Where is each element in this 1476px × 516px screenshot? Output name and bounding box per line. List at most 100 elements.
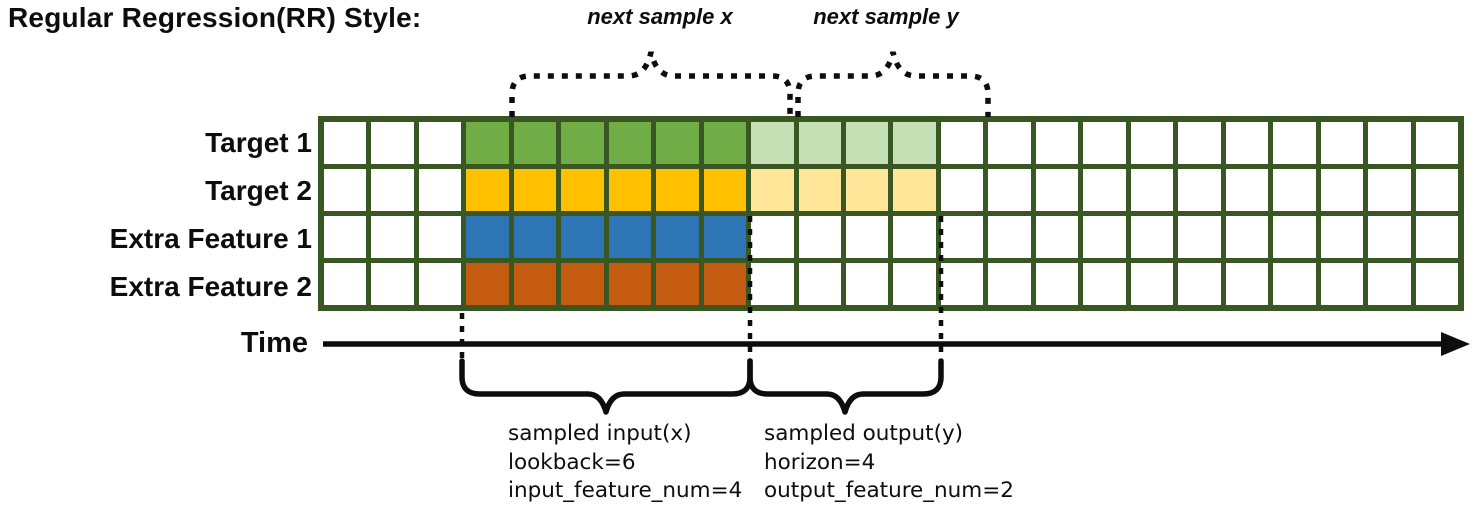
grid-cell [1415,169,1458,211]
grid-cell [513,169,557,211]
grid-cell [1130,122,1174,164]
grid-cell [846,263,889,305]
grid-cell [466,122,509,164]
grid-cell [1320,122,1364,164]
grid-cell [1273,122,1316,164]
grid-cell [751,122,794,164]
grid-cell [656,216,699,258]
grid-cell [940,263,984,305]
grid-cell [1035,216,1079,258]
grid-cell [656,169,699,211]
grid-cell [418,263,462,305]
row-label-extra-feature-1: Extra Feature 1 [109,223,312,254]
grid-cell [940,169,984,211]
sampled-output-brace [747,358,944,415]
lookback-line: lookback=6 [508,449,636,475]
row-label-target-2: Target 2 [205,175,312,206]
grid-cell [324,169,367,211]
grid-cell [1225,263,1269,305]
grid-cell [988,169,1031,211]
grid-cell [608,263,652,305]
output-feature-num-line: output_feature_num=2 [764,478,1014,503]
grid-cell [1225,216,1269,258]
grid-cell [703,216,747,258]
grid-cell [1415,216,1458,258]
grid-cell [371,216,414,258]
grid-cell [466,169,509,211]
row-label-target-1: Target 1 [205,127,312,158]
grid-cell [1130,216,1174,258]
sampled-output-annotation: sampled output(y) horizon=4 output_featu… [764,420,1014,506]
grid-cell [751,263,794,305]
row-label-extra-feature-2: Extra Feature 2 [109,271,312,302]
sampled-input-line: sampled input(x) [508,421,692,446]
grid-cell [798,216,842,258]
grid-cell [940,216,984,258]
grid-cell [1178,216,1221,258]
grid-cell [1083,263,1126,305]
grid-cell [1273,216,1316,258]
grid-cell [561,263,604,305]
sampled-input-annotation: sampled input(x) lookback=6 input_featur… [508,420,742,506]
grid-cell [418,122,462,164]
grid-cell [561,169,604,211]
grid-cell [1415,263,1458,305]
grid-cell [1083,169,1126,211]
grid-cell [324,216,367,258]
grid-cell [466,263,509,305]
grid-cell [418,216,462,258]
grid-cell [1368,169,1411,211]
grid-cell [371,263,414,305]
grid-cell [1035,122,1079,164]
grid-cell [1225,122,1269,164]
grid-cell [798,263,842,305]
grid-cell [1035,263,1079,305]
grid-cell [513,263,557,305]
next-sample-x-label: next sample x [587,4,733,29]
grid-cell [893,216,936,258]
grid-cell [1178,122,1221,164]
grid-cell [1273,263,1316,305]
grid-cell [513,216,557,258]
grid-cell [703,169,747,211]
grid-cell [324,122,367,164]
grid-cell [846,216,889,258]
grid-cell [324,263,367,305]
grid [318,116,1464,311]
grid-cell [940,122,984,164]
grid-cell [418,169,462,211]
grid-cell [846,122,889,164]
next-sample-x-brace [509,51,793,117]
grid-cell [1368,122,1411,164]
grid-cell [561,216,604,258]
grid-cell [893,169,936,211]
grid-cell [1415,122,1458,164]
grid-cell [371,122,414,164]
grid-cell [798,122,842,164]
grid-cell [1225,169,1269,211]
grid-cell [1320,216,1364,258]
grid-cell [513,122,557,164]
grid-cell [371,169,414,211]
grid-cell [988,122,1031,164]
grid-cell [1320,169,1364,211]
grid-cell [561,122,604,164]
grid-cell [1035,169,1079,211]
grid-cell [1178,169,1221,211]
grid-cell [1083,122,1126,164]
grid-cell [751,216,794,258]
next-sample-y-brace [795,51,991,117]
grid-cell [703,263,747,305]
time-axis-label: Time [240,327,308,359]
grid-cell [1130,169,1174,211]
grid-cell [608,122,652,164]
grid-cell [751,169,794,211]
time-axis-arrowhead [1441,332,1470,356]
grid-cell [656,122,699,164]
next-sample-y-label: next sample y [813,4,959,29]
grid-cell [1368,263,1411,305]
input-feature-num-line: input_feature_num=4 [508,478,743,503]
grid-cell [1178,263,1221,305]
grid-cell [1083,216,1126,258]
